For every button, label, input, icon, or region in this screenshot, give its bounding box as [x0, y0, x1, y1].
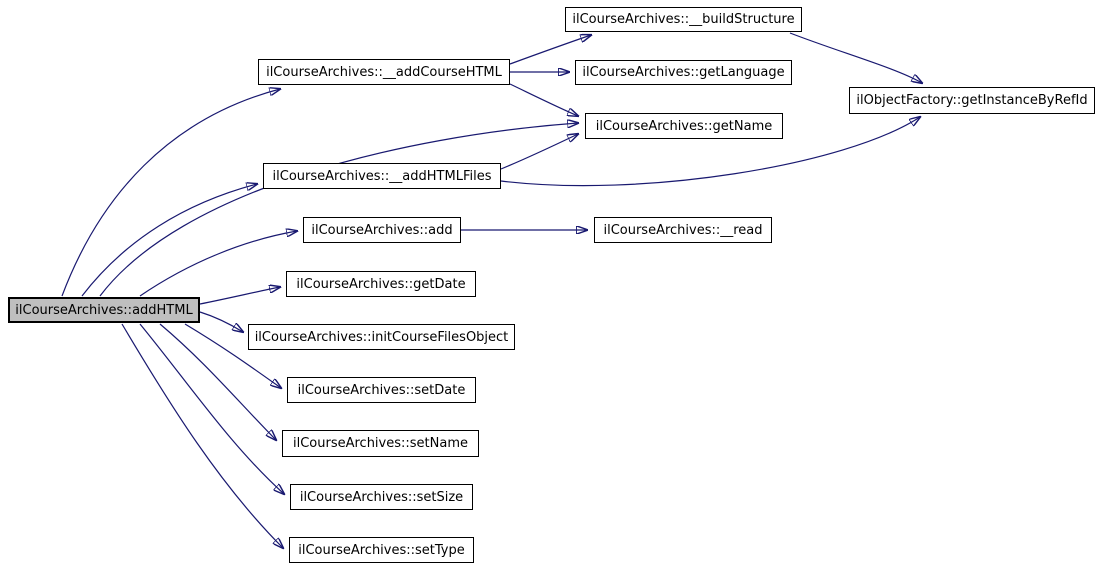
node-ilcoursearchives-addhtml: ilCourseArchives::addHTML	[8, 297, 200, 323]
edge-addhtml-to-getdate	[199, 287, 280, 305]
edge-addhtml-to-settype	[121, 323, 283, 548]
node-ilcoursearchives-add[interactable]: ilCourseArchives::add	[303, 217, 461, 243]
node-ilcoursearchives-getlanguage[interactable]: ilCourseArchives::getLanguage	[575, 60, 792, 85]
edge-buildstructure-to-getinstancebyrefid	[789, 32, 922, 83]
edge-addhtml-to-setsize	[139, 323, 284, 494]
node-ilobjectfactory-getinstancebyrefid[interactable]: ilObjectFactory::getInstanceByRefId	[849, 87, 1095, 114]
node-ilcoursearchives-addhtmlfiles[interactable]: ilCourseArchives::__addHTMLFiles	[263, 163, 501, 189]
node-ilcoursearchives-setname[interactable]: ilCourseArchives::setName	[282, 430, 479, 457]
edge-addhtml-to-addhtmlfiles	[81, 184, 257, 297]
node-ilcoursearchives-setdate[interactable]: ilCourseArchives::setDate	[287, 377, 476, 403]
edge-addhtml-to-setname	[159, 323, 276, 440]
node-ilcoursearchives-getname[interactable]: ilCourseArchives::getName	[585, 113, 783, 139]
edge-addhtml-to-setdate	[184, 323, 281, 388]
node-ilcoursearchives-settype[interactable]: ilCourseArchives::setType	[289, 537, 474, 563]
edge-addhtml-to-initcoursefilesobject	[199, 311, 243, 332]
node-ilcoursearchives-setsize[interactable]: ilCourseArchives::setSize	[290, 484, 473, 510]
node-ilcoursearchives-getdate[interactable]: ilCourseArchives::getDate	[286, 271, 476, 297]
edge-addhtml-to-add	[139, 231, 297, 297]
edge-addhtmlfiles-to-getname	[500, 134, 578, 170]
edge-addcoursehtml-to-getname	[509, 83, 578, 116]
edge-addhtmlfiles-to-getinstancebyrefid	[500, 117, 920, 187]
node-ilcoursearchives-buildstructure[interactable]: ilCourseArchives::__buildStructure	[565, 7, 802, 32]
node-ilcoursearchives-initcoursefilesobject[interactable]: ilCourseArchives::initCourseFilesObject	[248, 324, 515, 350]
edge-addcoursehtml-to-buildstructure	[509, 35, 591, 65]
edge-addhtml-to-addcoursehtml	[61, 89, 280, 297]
node-ilcoursearchives-addcoursehtml[interactable]: ilCourseArchives::__addCourseHTML	[258, 59, 510, 85]
node-ilcoursearchives-read[interactable]: ilCourseArchives::__read	[594, 217, 772, 243]
